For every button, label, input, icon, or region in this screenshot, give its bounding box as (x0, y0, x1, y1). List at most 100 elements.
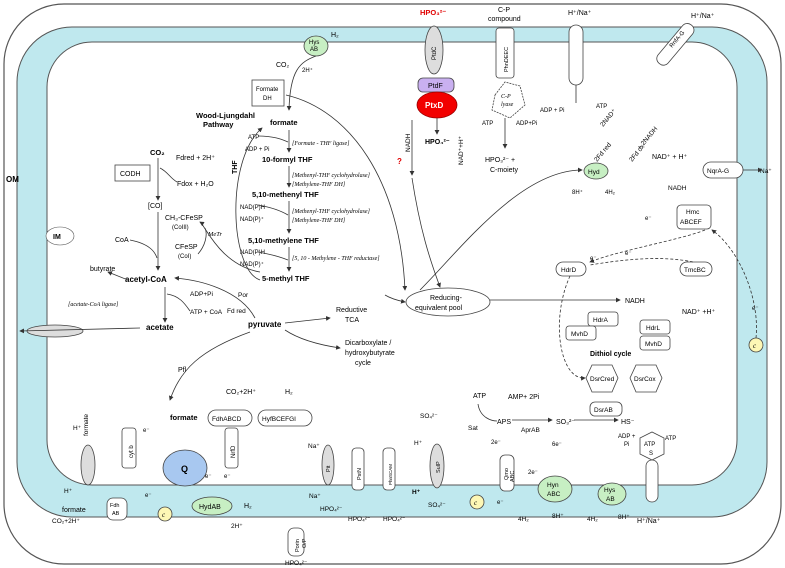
acetate-adp: ADP+Pi (190, 291, 213, 298)
hdrl-box (639, 319, 671, 335)
right-hna: H⁺/Na⁺ (568, 10, 592, 17)
bottom-formate2: formate (62, 507, 86, 514)
qmo-box (499, 454, 515, 492)
codh-co2: CO₂ (150, 148, 165, 157)
cplyase-adp: ADP+Pi (516, 121, 537, 127)
h-top: 2H⁺ (302, 67, 313, 74)
pstsn-label: PstN (357, 468, 363, 480)
wl-title2: Pathway (203, 120, 234, 129)
hyn-4h2: 4H₂ (518, 516, 529, 523)
hynabc-enzyme (537, 475, 573, 503)
wl-nadp: NAD(P)⁺ (240, 216, 264, 223)
tmcbc-label: TmcBC (684, 267, 706, 274)
right-adp: ADP + Pi (540, 108, 564, 114)
hmc-box (676, 204, 712, 230)
qmo-label: Qmo (504, 468, 510, 480)
cp-label2: compound (488, 16, 521, 23)
dsrcox-shape (629, 364, 663, 393)
hdra-box (587, 311, 619, 327)
codh-fd-curve (159, 167, 178, 183)
hyd-4h2: 4H₂ (605, 190, 616, 196)
reducing-pool-label: Reducing- (430, 295, 463, 302)
wl-enzyme-3: [Methylene-THF DH] (292, 182, 346, 188)
por-fdred: Fd red (227, 308, 246, 315)
dicarb-label: Dicarboxylate / (345, 340, 391, 347)
tmcbc-box (679, 261, 713, 277)
wl-enzyme-5: [Methylene-THF DH] (292, 218, 346, 224)
rtca-label2: TCA (345, 317, 359, 324)
wl-enzyme-4: [Methenyl-THF cyclohydrolase] (292, 209, 371, 215)
hs-label: HS⁻ (621, 419, 635, 426)
formate-dh-label: Formate (256, 87, 279, 93)
phnscam-hpo4: HPO₄²⁻ (383, 516, 406, 523)
bottom-h: H⁺ (64, 488, 73, 495)
aps-label: APS (497, 419, 511, 426)
cytochrome-c-mid-label: c (474, 499, 478, 507)
cp-label: C-P (498, 7, 510, 14)
q-e1: e⁻ (143, 428, 150, 434)
hyn-8h: 8H⁺ (552, 513, 564, 520)
pit-na-top: Na⁺ (308, 443, 320, 450)
wl-thf-vertical: THF (232, 160, 239, 174)
cytochrome-c-left (157, 506, 173, 522)
hys-label: Hys (604, 487, 616, 494)
dicarb-label3: cycle (355, 360, 371, 367)
cp-lyase (491, 81, 526, 119)
wl-formyl-thf: 10-formyl THF (262, 155, 313, 164)
sat-label: Sat (468, 425, 478, 432)
acetate: acetate (146, 323, 174, 332)
hydab-label: HydAB (199, 504, 221, 511)
tmc-hdrd-dash (589, 258, 694, 266)
metr-arrow (199, 221, 261, 273)
cp-lyase-label2: lyase (501, 102, 514, 108)
acetate-ligase: [acetate-CoA ligase] (68, 302, 119, 308)
pit-hpo4: HPO₄²⁻ (320, 506, 343, 513)
hmc-hdrd-dash (589, 229, 706, 263)
formate-dh-label2: DH (263, 96, 272, 102)
atps-atp: ATP (665, 436, 676, 442)
fdh-co2: CO₂+2H⁺ (226, 389, 256, 396)
hyfbcefgi-label: HyfBCEFGI (262, 416, 296, 423)
rnf-transporter (656, 23, 695, 66)
hyfbcefgi-box (257, 409, 313, 427)
pyruvate-formate-arrow (168, 331, 251, 401)
hdrd-dsrc-dash (559, 275, 586, 381)
phndeec-label: PhnDEEC (504, 47, 510, 72)
nrfd-label: NrfD (231, 445, 237, 458)
ptxd-label: PtxD (425, 101, 443, 110)
ptdf-label: PtdF (428, 83, 443, 90)
hydab-h2: H₂ (244, 503, 252, 510)
wl-nadph2-curve (257, 251, 289, 261)
sulp-h-top: H⁺ (414, 440, 423, 447)
wl-nadph2: NAD(P)H (240, 250, 265, 256)
porin-label2: O/P (302, 538, 308, 548)
hysab-top-enzyme (303, 35, 329, 57)
butyrate: butyrate (90, 266, 115, 273)
hyd-enzyme (583, 162, 609, 180)
q-e4: e⁻ (224, 474, 231, 480)
question-mark: ? (397, 157, 402, 166)
porin-hpo4: HPO₄²⁻ (285, 560, 308, 567)
codh-co: [CO] (148, 203, 162, 210)
phnscam-label: PhnSCAM (388, 464, 393, 485)
q-e3: e⁻ (205, 474, 212, 480)
pyruvate-dicarb-arrow (284, 329, 341, 350)
nqr-na: Na⁺ (760, 168, 772, 175)
rtca-label: Reductive (336, 307, 367, 314)
atps-label: ATP (644, 442, 655, 448)
mvhd2-label: MvhD (645, 341, 662, 348)
cytb-label: cyt b (129, 445, 135, 458)
e-hmc: e⁻ (645, 216, 652, 222)
dithiol-nad: NAD⁺ +H⁺ (682, 309, 716, 316)
hysab-top-label2: AB (310, 47, 318, 53)
atps-enzyme (639, 431, 665, 461)
so3-label: SO₃²⁻ (556, 419, 575, 426)
qmo-label2: ABC (510, 471, 516, 482)
im-label: IM (53, 234, 61, 241)
hysab-top-label: Hys (309, 40, 319, 46)
cplyase-atp: ATP (482, 121, 493, 127)
sat-atp: ATP (473, 393, 486, 400)
quinone-label: Q (181, 464, 188, 474)
nrfd-box (224, 427, 239, 469)
